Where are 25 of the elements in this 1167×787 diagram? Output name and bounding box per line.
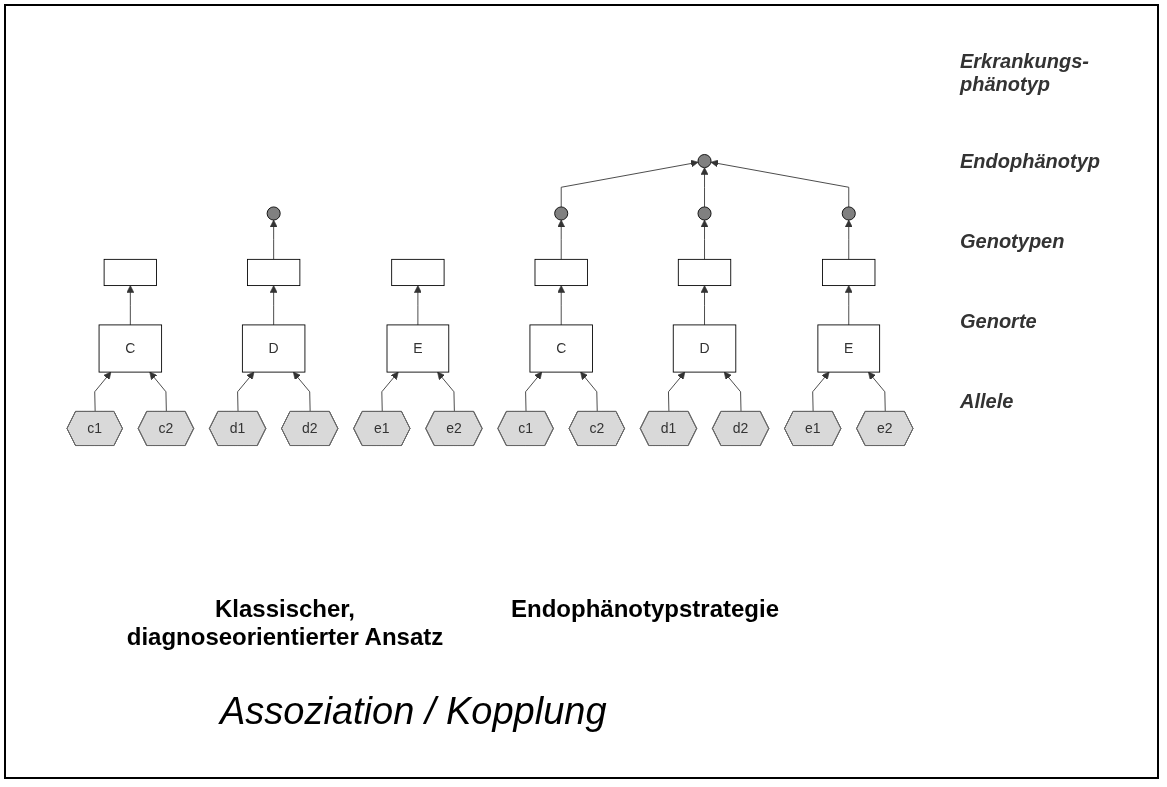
row-label: Genorte xyxy=(960,310,1038,333)
row-label: Genotypen xyxy=(960,230,1066,253)
node-circle xyxy=(697,206,712,221)
caption: Assoziation / Kopplung xyxy=(220,690,607,733)
node-box: C xyxy=(98,324,163,373)
row-label: Erkrankungs- phänotyp xyxy=(960,50,1090,96)
node-box xyxy=(391,258,445,286)
node-circle xyxy=(697,154,712,169)
node-box xyxy=(103,258,157,286)
strategy-label: Endophänotypstrategie xyxy=(510,595,780,623)
node-circle xyxy=(266,206,281,221)
node-box xyxy=(822,258,876,286)
node-box: E xyxy=(386,324,450,373)
node-box: E xyxy=(817,324,881,373)
node-box xyxy=(247,258,301,286)
node-box xyxy=(534,258,588,286)
node-box xyxy=(677,258,732,286)
node-circle xyxy=(554,206,569,221)
row-label: Endophänotyp xyxy=(960,150,1101,173)
node-box: D xyxy=(672,324,737,373)
node-circle xyxy=(841,206,856,221)
row-label: Allele xyxy=(960,390,1015,413)
node-box: C xyxy=(529,324,593,373)
node-box: D xyxy=(241,324,306,373)
strategy-label: Klassischer, diagnoseorientierter Ansatz xyxy=(125,595,445,651)
